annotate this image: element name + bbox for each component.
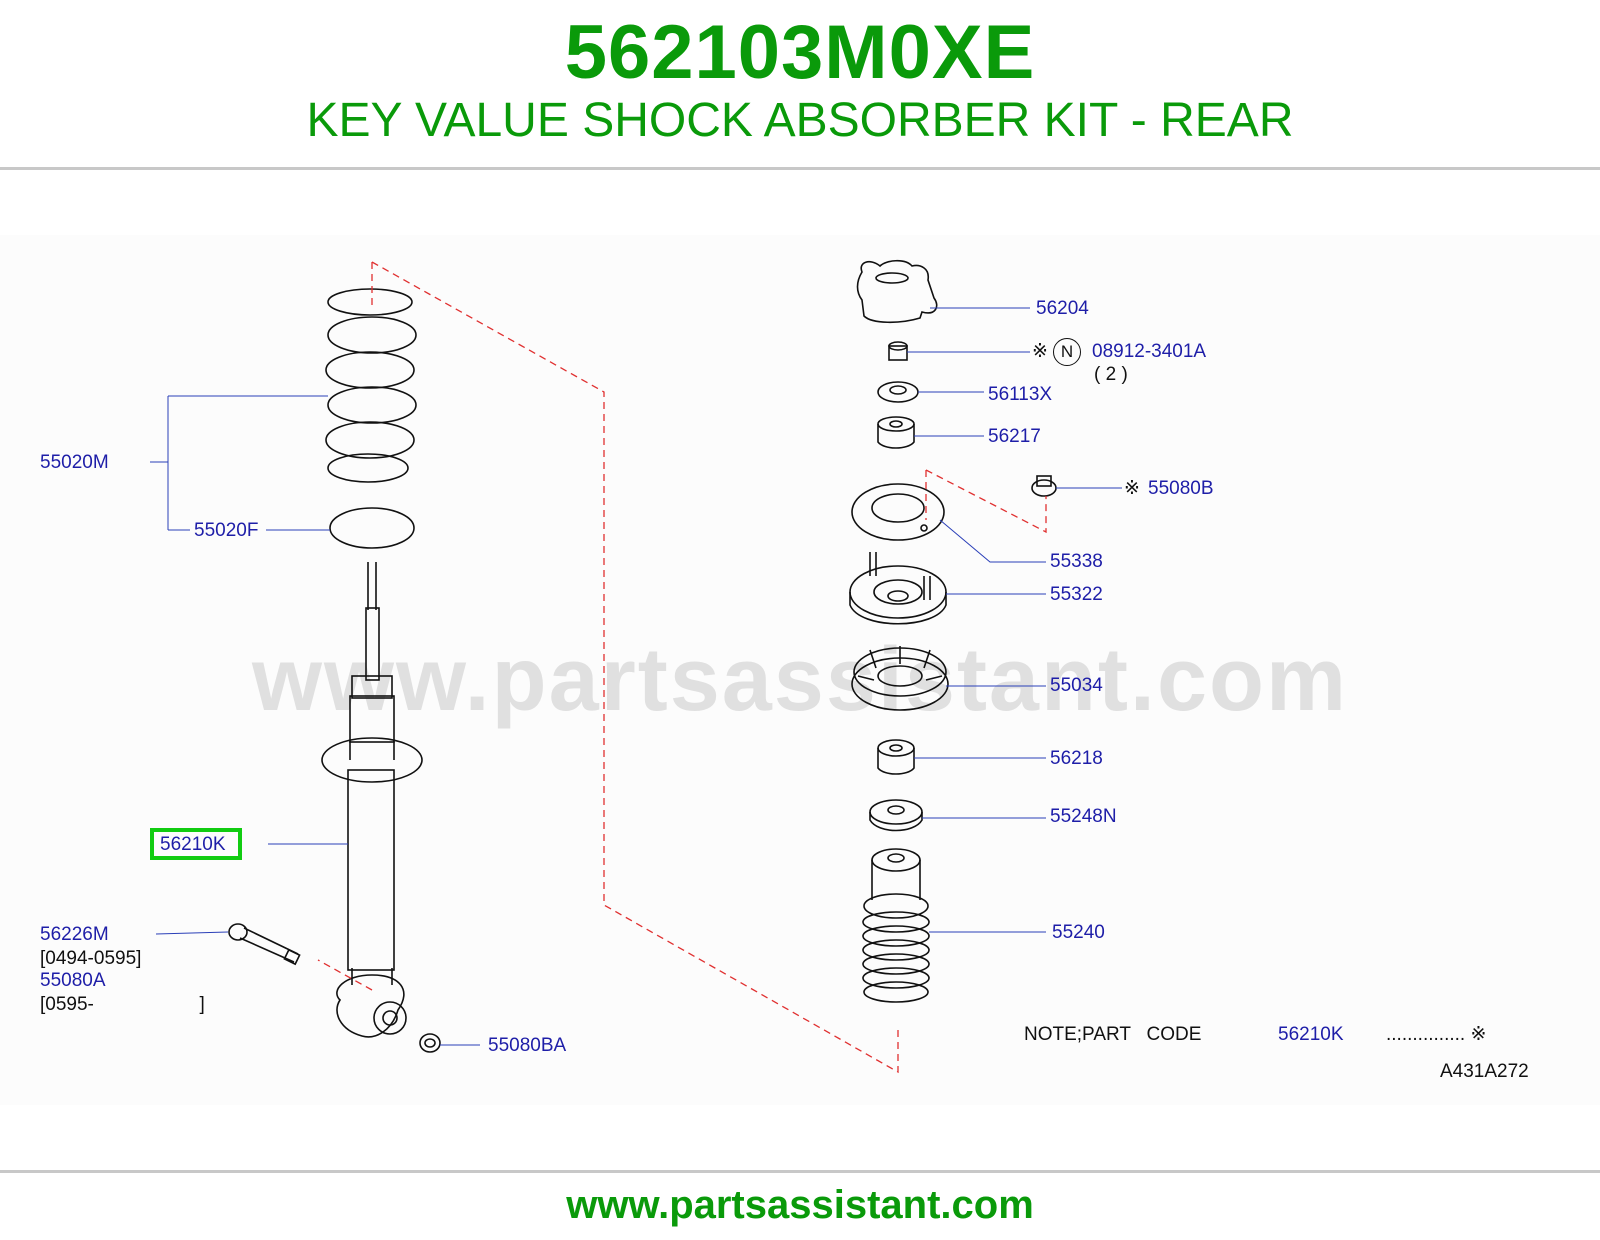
note-part-code[interactable]: 56210K — [1278, 1024, 1344, 1045]
callout-56218[interactable]: 56218 — [1050, 748, 1103, 769]
leader-lines — [150, 307, 1122, 1046]
bushing-56218 — [877, 739, 915, 775]
callout-55248N[interactable]: 55248N — [1050, 806, 1117, 827]
page-header: 562103M0XE KEY VALUE SHOCK ABSORBER KIT … — [0, 0, 1600, 170]
callout-55240[interactable]: 55240 — [1052, 922, 1105, 943]
callout-56204[interactable]: 56204 — [1036, 298, 1089, 319]
date-range-55080A: [0595- ] — [40, 994, 205, 1015]
top-nut — [888, 341, 908, 361]
washer-56113X — [877, 381, 919, 403]
figure-code: A431A272 — [1440, 1061, 1529, 1082]
callout-55020F[interactable]: 55020F — [194, 520, 259, 541]
flange-nut-55080B — [1031, 475, 1057, 497]
spring-seat-ring — [329, 507, 415, 549]
callout-56217[interactable]: 56217 — [988, 426, 1041, 447]
reference-mark: ※ — [1032, 341, 1048, 362]
callout-55080B[interactable]: 55080B — [1148, 478, 1214, 499]
mount-insulator — [849, 552, 947, 625]
shock-absorber — [321, 562, 423, 1038]
callout-56113X[interactable]: 56113X — [988, 384, 1053, 405]
callout-56210K[interactable]: 56210K — [160, 834, 226, 855]
part-number-title: 562103M0XE — [564, 10, 1036, 95]
highlighted-part-box[interactable]: 56210K — [150, 828, 242, 860]
callout-56226M[interactable]: 56226M — [40, 924, 109, 945]
callout-55338[interactable]: 55338 — [1050, 551, 1103, 572]
callout-55034[interactable]: 55034 — [1050, 675, 1103, 696]
footer-divider — [0, 1170, 1600, 1173]
callout-55080A[interactable]: 55080A — [40, 970, 106, 991]
footer-url[interactable]: www.partsassistant.com — [566, 1183, 1034, 1227]
callout-55322[interactable]: 55322 — [1050, 584, 1103, 605]
mounting-bolt — [228, 923, 301, 966]
n-circle-icon: N — [1053, 338, 1081, 366]
callout-55080BA[interactable]: 55080BA — [488, 1035, 567, 1056]
callout-55020M[interactable]: 55020M — [40, 452, 109, 473]
date-range-56226M: [0494-0595] — [40, 948, 142, 969]
bump-stop-boot — [862, 848, 930, 1003]
bushing-56217 — [877, 416, 915, 449]
reference-mark-2: ※ — [1124, 478, 1140, 499]
bound-bumper-seat — [851, 646, 949, 711]
diagram-background — [0, 235, 1600, 1105]
part-description: KEY VALUE SHOCK ABSORBER KIT - REAR — [306, 94, 1294, 147]
note-prefix: NOTE;PART CODE — [1024, 1024, 1202, 1045]
upper-mount-plate — [851, 483, 945, 541]
lower-nut — [419, 1033, 441, 1053]
header-divider — [0, 167, 1600, 170]
coil-spring — [325, 288, 417, 483]
watermark: www.partsassistant.com — [251, 630, 1348, 730]
note-suffix: ............... ※ — [1386, 1024, 1487, 1045]
callout-08912-3401A[interactable]: 08912-3401A — [1092, 341, 1207, 362]
washer-55248N — [869, 799, 923, 832]
quantity-note: ( 2 ) — [1094, 364, 1128, 385]
assembly-guide-lines — [317, 261, 1047, 1074]
dust-cap — [856, 259, 938, 324]
